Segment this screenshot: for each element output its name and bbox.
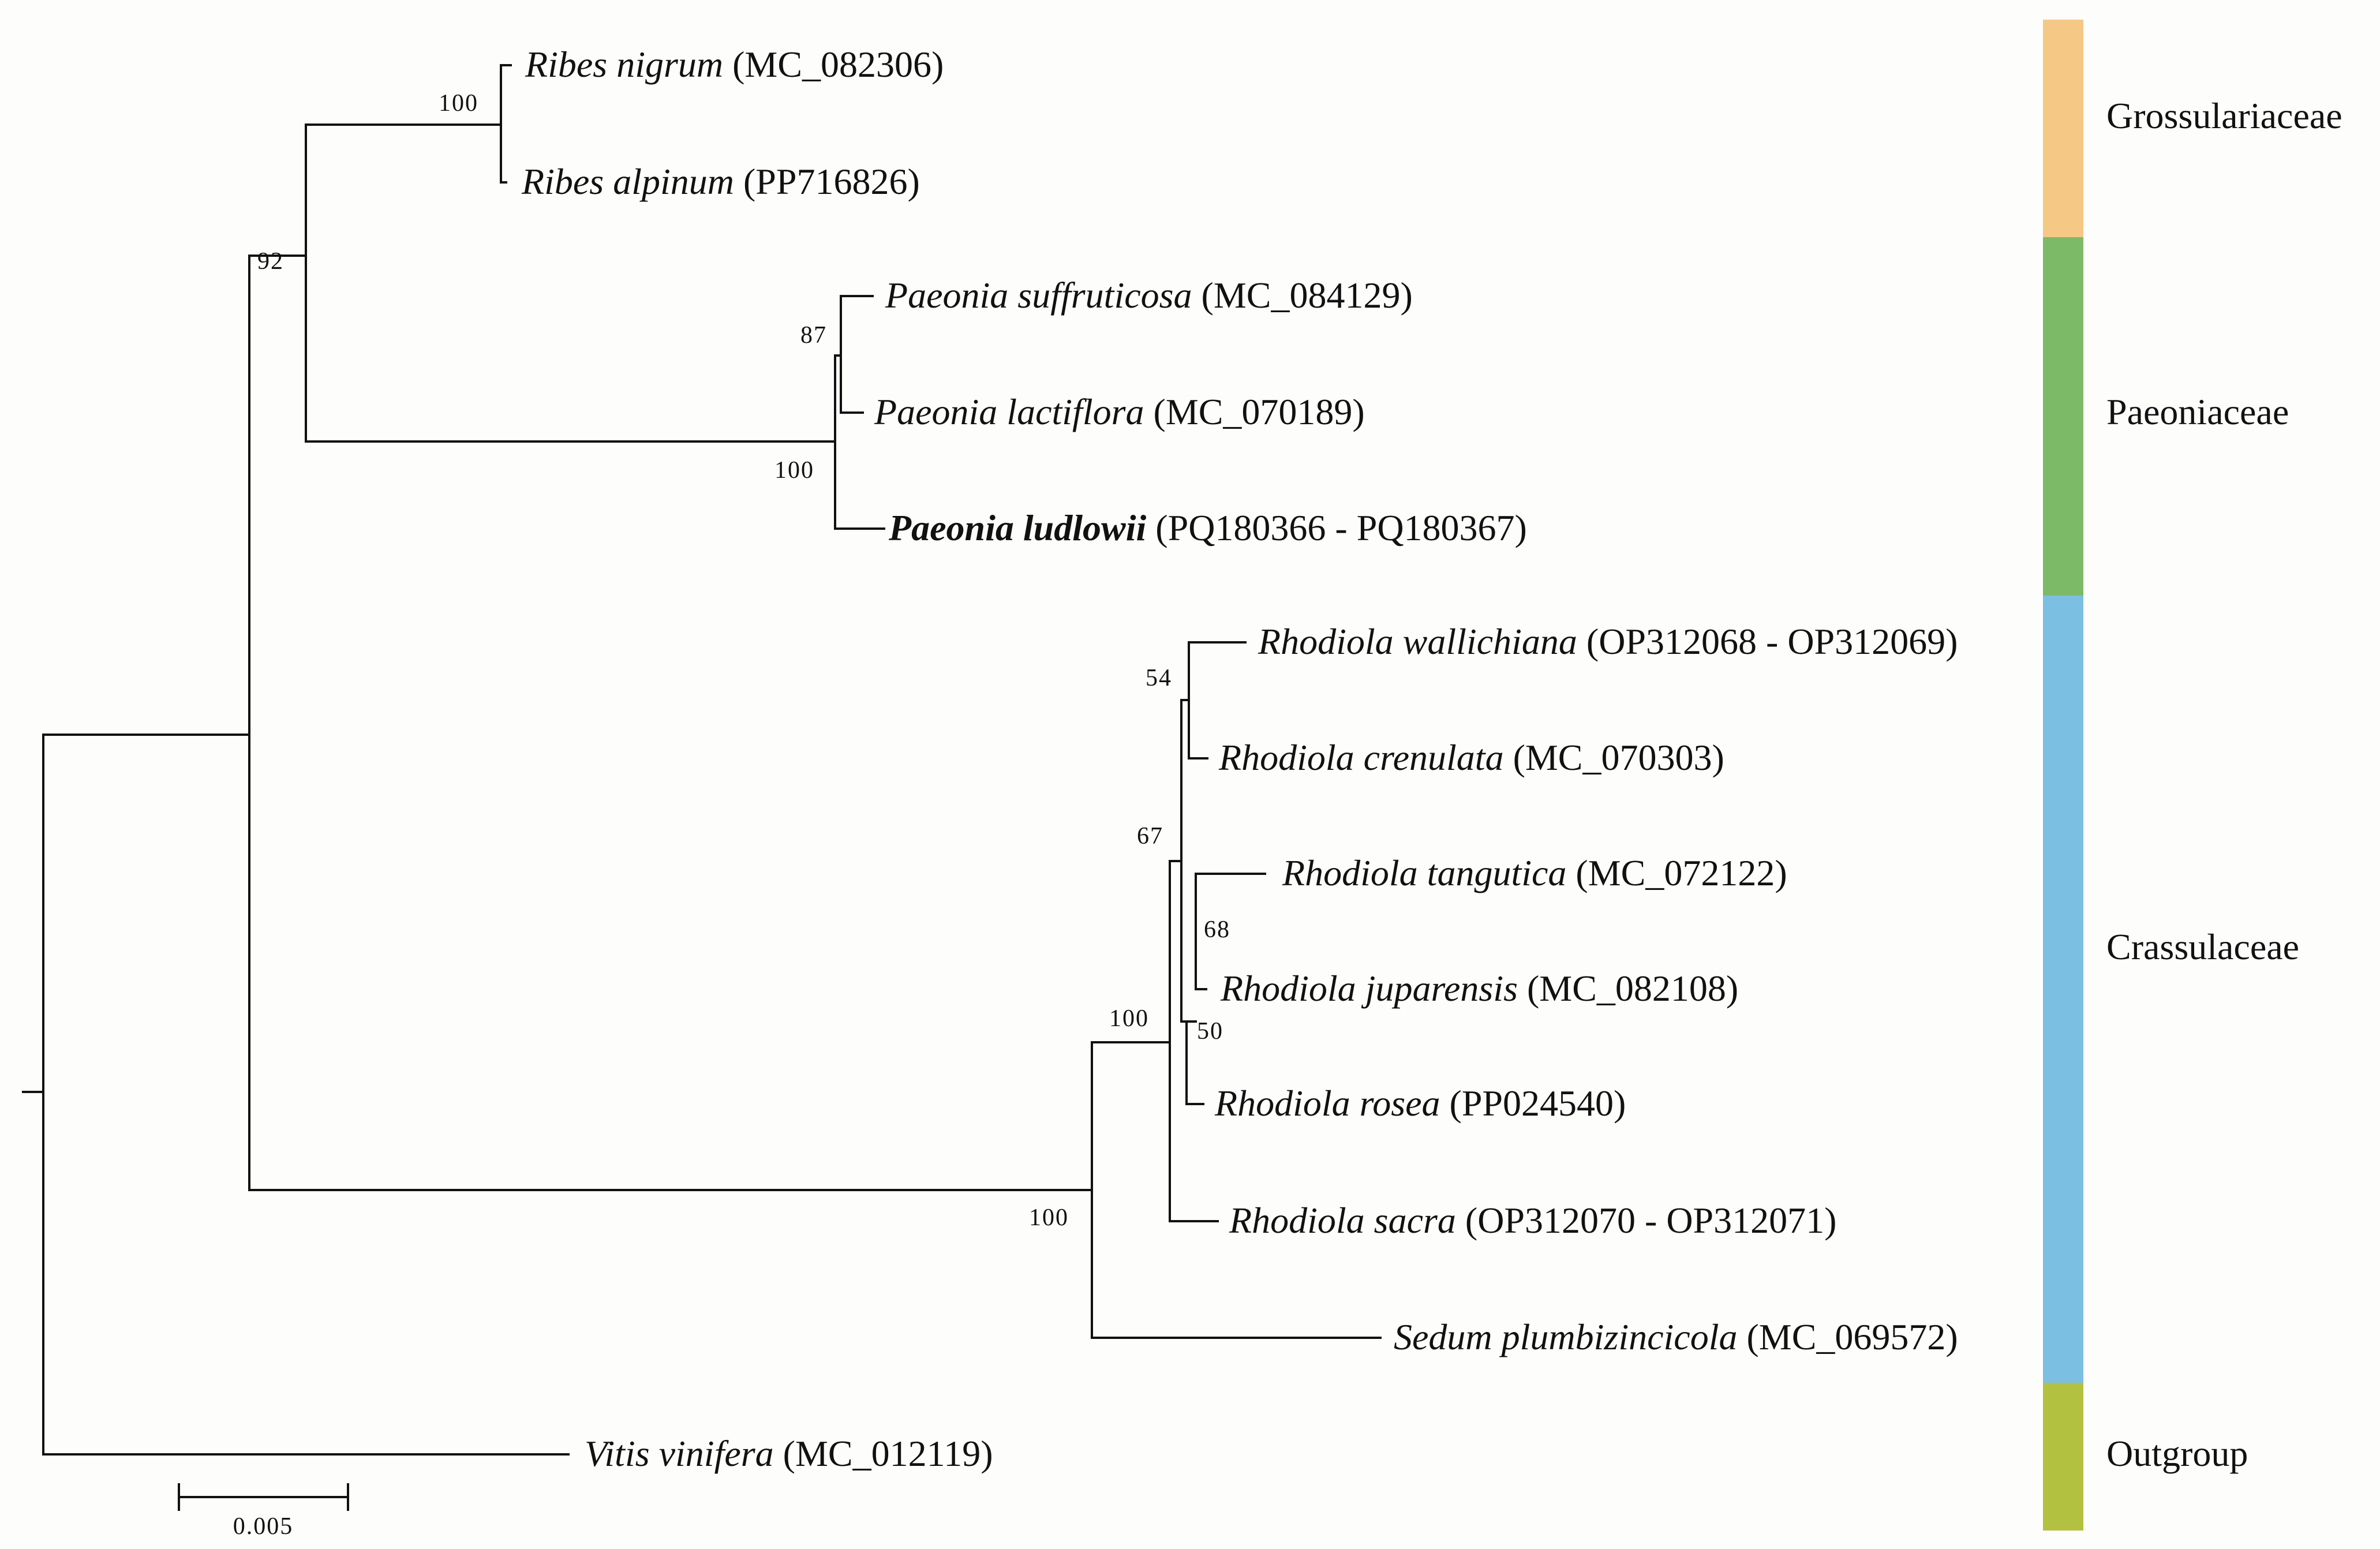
bootstrap-tangutica-juparensis: 68 <box>1204 916 1230 943</box>
bootstrap-rhodiola: 100 <box>1109 1005 1149 1032</box>
taxon-rhodiola-wallichiana: Rhodiola wallichiana (OP312068 - OP31206… <box>1258 621 1958 662</box>
taxon-ribes-nigrum: Ribes nigrum (MC_082306) <box>525 44 944 85</box>
taxon-vitis-vinifera: Vitis vinifera (MC_012119) <box>585 1433 993 1474</box>
taxon-accession: (MC_082306) <box>732 44 944 85</box>
taxon-accession: (MC_069572) <box>1746 1316 1958 1357</box>
taxon-name: Rhodiola crenulata <box>1218 737 1504 778</box>
taxon-name: Ribes alpinum <box>521 161 734 202</box>
bootstrap-paeonia-inner: 87 <box>800 322 827 349</box>
taxon-name: Vitis vinifera <box>585 1433 774 1474</box>
taxon-name: Rhodiola wallichiana <box>1258 621 1577 662</box>
family-label-outgroup: Outgroup <box>2106 1433 2248 1474</box>
taxon-accession: (MC_084129) <box>1202 275 1413 316</box>
bootstrap-ribes: 100 <box>439 90 478 117</box>
taxon-accession: (PQ180366 - PQ180367) <box>1155 507 1527 548</box>
taxon-ribes-alpinum: Ribes alpinum (PP716826) <box>521 161 920 202</box>
bootstrap-rhodiola-core: 67 <box>1137 823 1163 850</box>
taxon-rhodiola-tangutica: Rhodiola tangutica (MC_072122) <box>1282 852 1787 893</box>
taxon-paeonia-suffruticosa: Paeonia suffruticosa (MC_084129) <box>885 275 1413 316</box>
taxon-rhodiola-rosea: Rhodiola rosea (PP024540) <box>1214 1083 1626 1124</box>
taxon-name: Ribes nigrum <box>525 44 723 85</box>
taxon-accession: (MC_072122) <box>1576 852 1787 893</box>
family-bar-outgroup <box>2043 1383 2083 1531</box>
taxon-paeonia-ludlowii: Paeonia ludlowii (PQ180366 - PQ180367) <box>888 507 1527 548</box>
scale-bar-label: 0.005 <box>233 1513 294 1540</box>
taxon-name: Paeonia lactiflora <box>874 391 1144 432</box>
family-label-paeoniaceae: Paeoniaceae <box>2106 391 2289 432</box>
family-bar-grossulariaceae <box>2043 20 2083 237</box>
taxon-rhodiola-sacra: Rhodiola sacra (OP312070 - OP312071) <box>1229 1200 1836 1241</box>
bootstrap-crassulaceae: 100 <box>1029 1204 1069 1231</box>
taxon-accession: (MC_070303) <box>1513 737 1724 778</box>
bootstrap-grossularia-paeonia: 92 <box>257 248 284 275</box>
taxon-paeonia-lactiflora: Paeonia lactiflora (MC_070189) <box>874 391 1365 432</box>
taxon-name: Rhodiola tangutica <box>1282 852 1566 893</box>
family-label-crassulaceae: Crassulaceae <box>2106 926 2299 967</box>
bootstrap-paeonia: 100 <box>774 457 814 484</box>
family-label-grossulariaceae: Grossulariaceae <box>2106 95 2342 136</box>
bootstrap-tangutica-rosea: 50 <box>1197 1018 1223 1045</box>
taxon-accession: (MC_012119) <box>783 1433 993 1474</box>
family-bar-crassulaceae <box>2043 596 2083 1383</box>
taxon-accession: (OP312068 - OP312069) <box>1586 621 1958 662</box>
taxon-name: Rhodiola juparensis <box>1220 968 1518 1009</box>
bootstrap-wallichiana-crenulata: 54 <box>1146 665 1172 691</box>
taxon-accession: (MC_070189) <box>1154 391 1365 432</box>
taxon-accession: (PP716826) <box>743 161 920 202</box>
taxon-rhodiola-juparensis: Rhodiola juparensis (MC_082108) <box>1220 968 1738 1009</box>
taxon-rhodiola-crenulata: Rhodiola crenulata (MC_070303) <box>1218 737 1724 778</box>
taxon-sedum-plumbizincicola: Sedum plumbizincicola (MC_069572) <box>1394 1316 1958 1357</box>
taxon-accession: (MC_082108) <box>1527 968 1738 1009</box>
taxon-accession: (PP024540) <box>1450 1083 1626 1124</box>
taxon-name: Rhodiola sacra <box>1229 1200 1456 1241</box>
taxon-name: Paeonia suffruticosa <box>885 275 1192 316</box>
taxon-name: Paeonia ludlowii <box>888 507 1147 548</box>
family-bar-paeoniaceae <box>2043 237 2083 596</box>
taxon-name: Rhodiola rosea <box>1214 1083 1440 1124</box>
taxon-accession: (OP312070 - OP312071) <box>1465 1200 1837 1241</box>
taxon-name: Sedum plumbizincicola <box>1394 1316 1737 1357</box>
